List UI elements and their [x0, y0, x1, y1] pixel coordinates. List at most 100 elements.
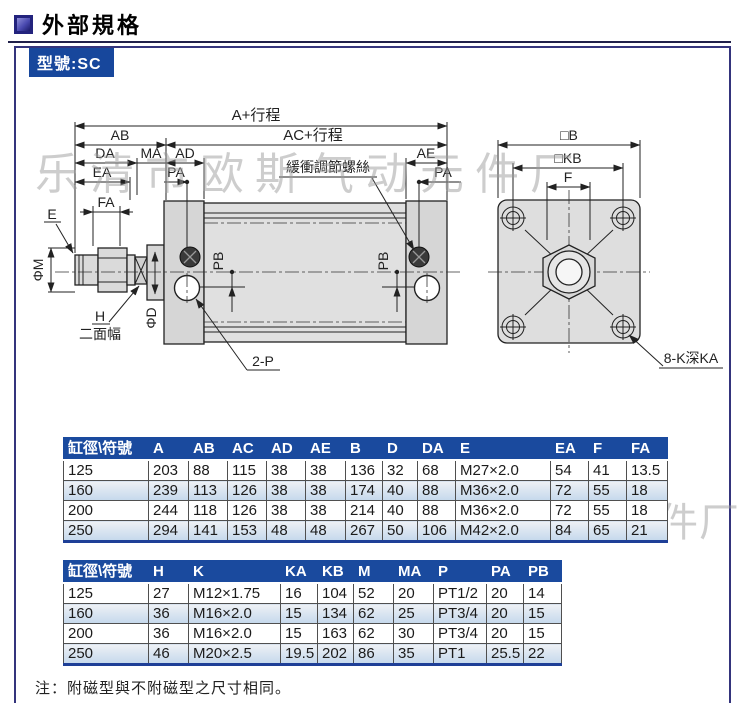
column-header: KB	[317, 560, 354, 584]
table-cell: 55	[588, 480, 627, 501]
column-header: AE	[305, 437, 346, 461]
table-cell: M20×2.5	[188, 643, 281, 665]
table-cell: 88	[188, 459, 228, 481]
table-cell: 41	[588, 459, 627, 481]
table-cell: 54	[550, 459, 589, 481]
dim-label-pb-front: PB	[210, 252, 226, 271]
column-header: D	[382, 437, 418, 461]
table-cell: 106	[417, 520, 456, 542]
label-corner-holes: 8-K深KA	[664, 350, 719, 366]
table-cell: 72	[550, 480, 589, 501]
column-header: MA	[393, 560, 434, 584]
table-cell: 203	[148, 459, 189, 481]
column-header: AC	[227, 437, 267, 461]
dim-label-f: F	[564, 169, 573, 185]
dim-label-fa: FA	[97, 194, 115, 210]
table-cell: PT1	[433, 643, 487, 665]
column-header: B	[345, 437, 383, 461]
table-cell: 18	[626, 480, 668, 501]
table-cell: 160	[63, 480, 149, 501]
table-cell: 294	[148, 520, 189, 542]
side-view: A+行程 AB AC+行程 DA MA AD AE EA PA PA FA E …	[30, 107, 461, 371]
table-cell: 18	[626, 500, 668, 521]
label-wrench-flats: 二面幅	[79, 326, 121, 342]
table-cell: 88	[417, 480, 456, 501]
cushion-screw-front	[179, 246, 201, 268]
footnote: 注：附磁型與不附磁型之尺寸相同。	[35, 680, 292, 697]
table-cell: 72	[550, 500, 589, 521]
table-cell: 113	[188, 480, 228, 501]
table-cell: 200	[63, 623, 149, 644]
table-cell: 25.5	[486, 643, 524, 665]
table-cell: 15	[523, 623, 562, 644]
dim-label-h: H	[95, 308, 105, 324]
table-cell: M12×1.75	[188, 582, 281, 604]
label-cushion-screw: 緩衝調節螺絲	[286, 159, 370, 175]
end-view: □B □KB F 8-K深KA	[488, 127, 723, 369]
dim-label-ad: AD	[175, 145, 194, 161]
table-cell: 13.5	[626, 459, 668, 481]
table-cell: 15	[280, 623, 318, 644]
column-header: DA	[417, 437, 456, 461]
table-cell: 32	[382, 459, 418, 481]
table-cell: 14	[523, 582, 562, 604]
table-cell: 50	[382, 520, 418, 542]
table-cell: 38	[305, 480, 346, 501]
column-header: A	[148, 437, 189, 461]
table-cell: 134	[317, 603, 354, 624]
dim-label-square-b: □B	[560, 127, 578, 143]
cylinder-dimension-drawing: A+行程 AB AC+行程 DA MA AD AE EA PA PA FA E …	[30, 107, 723, 371]
dim-label-pa-right: PA	[434, 164, 452, 180]
column-header: H	[148, 560, 189, 584]
table-cell: 174	[345, 480, 383, 501]
table-cell: 118	[188, 500, 228, 521]
header-divider	[8, 41, 731, 43]
table-cell: M16×2.0	[188, 603, 281, 624]
table-cell: 40	[382, 500, 418, 521]
table-cell: 55	[588, 500, 627, 521]
table-cell: 20	[393, 582, 434, 604]
corner-bolt-holes	[500, 205, 636, 340]
table-cell: 25	[393, 603, 434, 624]
table-cell: 104	[317, 582, 354, 604]
dim-label-pb-rear: PB	[375, 252, 391, 271]
table-cell: 267	[345, 520, 383, 542]
label-two-p: 2-P	[252, 353, 274, 369]
column-header: AD	[266, 437, 306, 461]
table-cell: 36	[148, 603, 189, 624]
column-header: F	[588, 437, 627, 461]
table-cell: 214	[345, 500, 383, 521]
table-cell: M42×2.0	[455, 520, 551, 542]
cushion-screw-rear	[408, 246, 430, 268]
table-cell: 65	[588, 520, 627, 542]
table-cell: 125	[63, 582, 149, 604]
column-header: P	[433, 560, 487, 584]
table-cell: 38	[305, 500, 346, 521]
section-square-icon	[14, 14, 33, 34]
table-cell: M27×2.0	[455, 459, 551, 481]
table-cell: 30	[393, 623, 434, 644]
table-cell: 68	[417, 459, 456, 481]
table-cell: 27	[148, 582, 189, 604]
dim-label-ab: AB	[111, 127, 130, 143]
table-cell: 19.5	[280, 643, 318, 665]
table-cell: M36×2.0	[455, 500, 551, 521]
dim-label-pa-left: PA	[167, 164, 185, 180]
dim-label-ae: AE	[417, 145, 436, 161]
table-cell: 115	[227, 459, 267, 481]
table-cell: 48	[266, 520, 306, 542]
table-cell: 48	[305, 520, 346, 542]
table-cell: 250	[63, 520, 149, 542]
table-cell: 21	[626, 520, 668, 542]
column-header: 缸徑\符號	[63, 437, 149, 461]
table-cell: 38	[305, 459, 346, 481]
column-header: M	[353, 560, 394, 584]
table-cell: 239	[148, 480, 189, 501]
dim-label-ac-stroke: AC+行程	[283, 127, 343, 144]
